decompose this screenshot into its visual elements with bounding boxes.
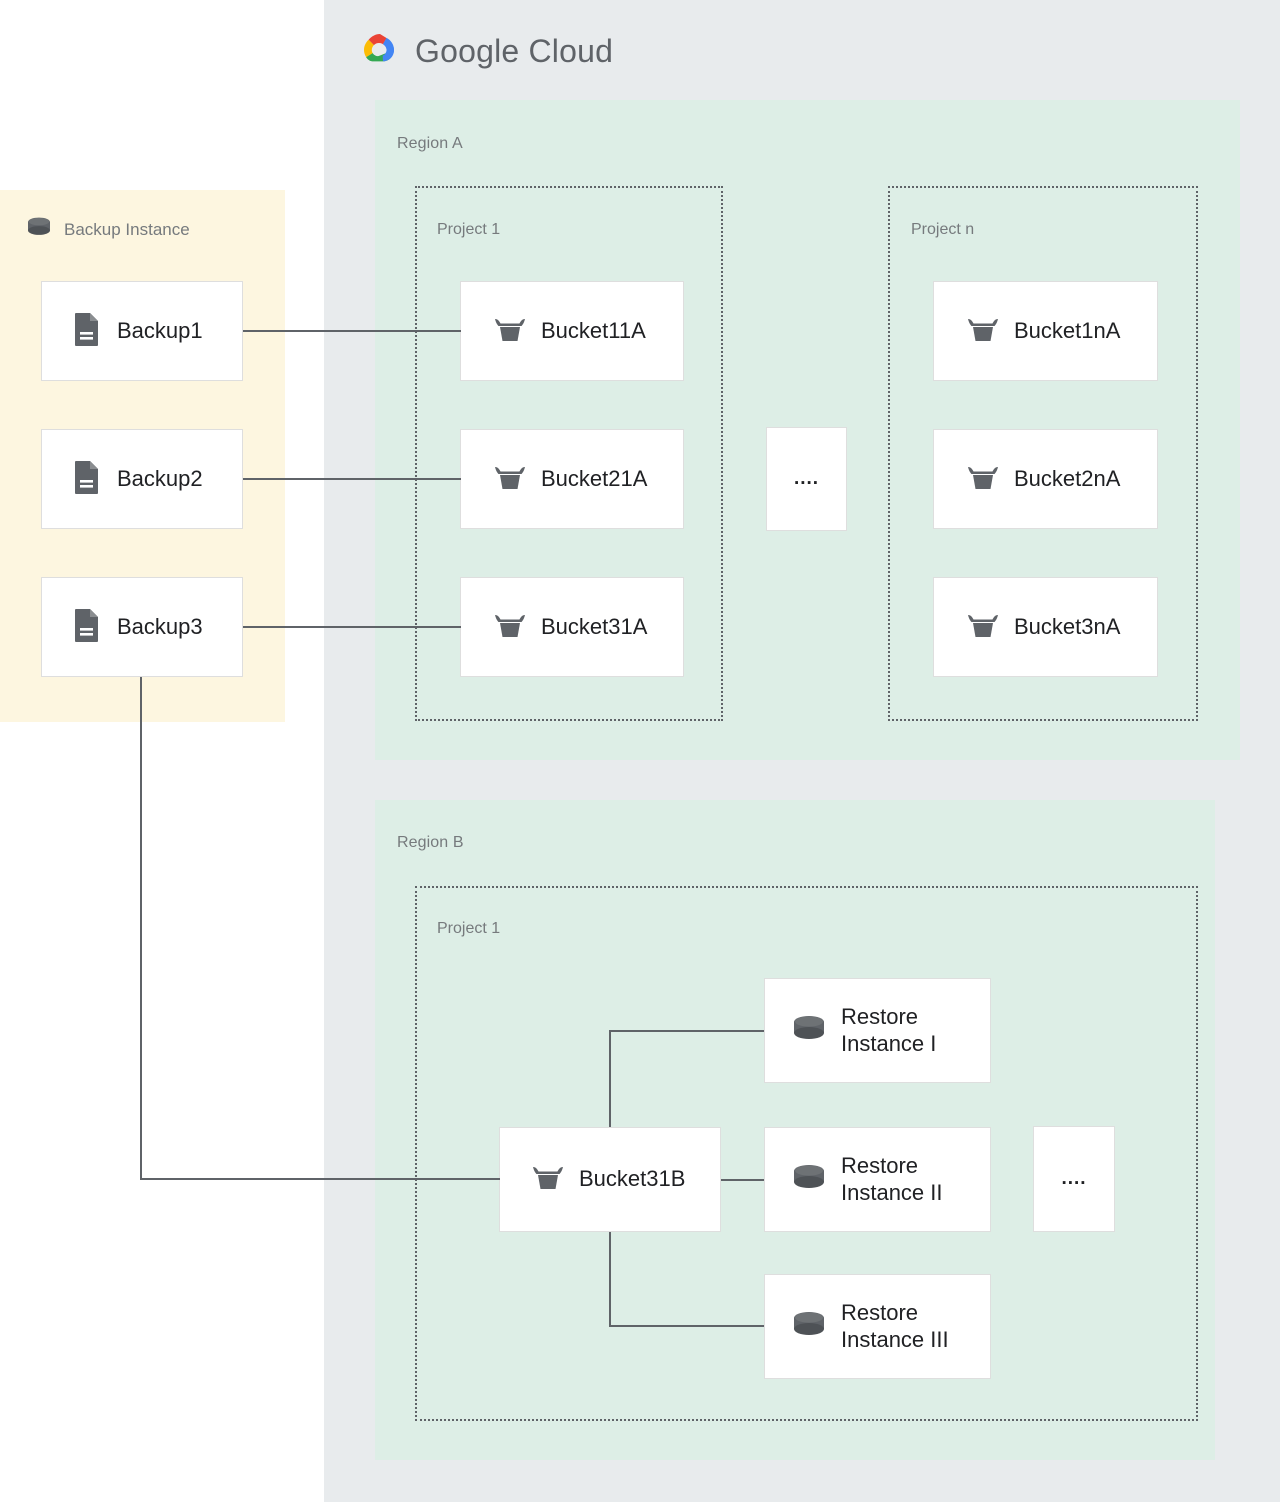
bucket-icon (493, 610, 527, 645)
ellipsis-label: .... (1061, 1168, 1087, 1190)
region-a-label: Region A (397, 135, 463, 152)
node-label: Bucket2nA (1014, 465, 1121, 491)
node-label: Backup2 (117, 465, 203, 491)
node-backup3[interactable]: Backup3 (41, 577, 243, 677)
connector-backup2-bucket21a (243, 478, 461, 480)
brand-cloud: Cloud (528, 33, 614, 69)
node-bucket3na[interactable]: Bucket3nA (933, 577, 1158, 677)
database-cylinder-icon (791, 1161, 827, 1198)
connector-backup1-bucket11a (243, 330, 461, 332)
document-icon (73, 608, 101, 647)
brand-google: Google (415, 33, 520, 69)
database-cylinder-icon (791, 1012, 827, 1049)
node-label: Bucket1nA (1014, 317, 1121, 343)
node-label-line1: Restore (841, 1299, 919, 1325)
document-icon (73, 312, 101, 351)
bucket-icon (966, 462, 1000, 497)
ellipsis-label: .... (793, 468, 820, 490)
connector-bucket31b-to-restore-i-vertical (609, 1031, 611, 1181)
node-label: Bucket11A (541, 317, 646, 343)
node-bucket11a[interactable]: Bucket11A (460, 281, 684, 381)
node-label-line1: Restore (841, 1152, 919, 1178)
connector-bucket31b-to-restore-iii-horizontal (609, 1325, 765, 1327)
region-a-project-1-box (415, 186, 723, 721)
node-label-line2: Instance I (841, 1030, 937, 1056)
node-label-line1: Restore (841, 1003, 919, 1029)
bucket-icon (531, 1162, 565, 1197)
region-b-project-1-label: Project 1 (437, 920, 501, 937)
node-label: Backup1 (117, 317, 203, 343)
node-label: Bucket31A (541, 613, 648, 639)
connector-bucket31b-to-restore-iii-vertical (609, 1179, 611, 1327)
database-cylinder-icon (26, 216, 52, 243)
region-a-project-n-box (888, 186, 1198, 721)
node-bucket2na[interactable]: Bucket2nA (933, 429, 1158, 529)
bucket-icon (493, 462, 527, 497)
region-a-project-1-label: Project 1 (437, 221, 501, 238)
google-cloud-wordmark: Google Cloud (415, 33, 613, 70)
connector-bucket31b-to-restore-ii (720, 1179, 766, 1181)
region-b-label: Region B (397, 834, 464, 851)
region-b-project-1-box (415, 886, 1198, 1421)
node-bucket31a[interactable]: Bucket31A (460, 577, 684, 677)
node-backup1[interactable]: Backup1 (41, 281, 243, 381)
region-a-ellipsis-box: .... (766, 427, 847, 531)
document-icon (73, 460, 101, 499)
google-cloud-logo-icon (356, 29, 402, 74)
node-bucket1na[interactable]: Bucket1nA (933, 281, 1158, 381)
node-label-line2: Instance II (841, 1179, 943, 1205)
connector-backup3-bucket31b-vertical (140, 677, 142, 1180)
node-label: Bucket21A (541, 465, 648, 491)
node-bucket31b[interactable]: Bucket31B (499, 1127, 721, 1232)
node-label: Backup3 (117, 613, 203, 639)
backup-instance-title: Backup Instance (26, 216, 190, 243)
connector-backup3-bucket31a (243, 626, 461, 628)
region-a-project-n-label: Project n (911, 221, 975, 238)
node-label-line2: Instance III (841, 1326, 949, 1352)
connector-bucket31b-to-restore-i-horizontal (609, 1030, 765, 1032)
connector-backup3-bucket31b-horizontal (140, 1178, 500, 1180)
database-cylinder-icon (791, 1308, 827, 1345)
bucket-icon (493, 314, 527, 349)
node-label: Bucket3nA (1014, 613, 1121, 639)
node-backup2[interactable]: Backup2 (41, 429, 243, 529)
node-bucket21a[interactable]: Bucket21A (460, 429, 684, 529)
bucket-icon (966, 610, 1000, 645)
bucket-icon (966, 314, 1000, 349)
google-cloud-branding: Google Cloud (356, 29, 613, 74)
backup-instance-label: Backup Instance (64, 219, 190, 239)
node-label: Bucket31B (579, 1166, 686, 1192)
region-b-ellipsis-box: .... (1033, 1126, 1115, 1232)
